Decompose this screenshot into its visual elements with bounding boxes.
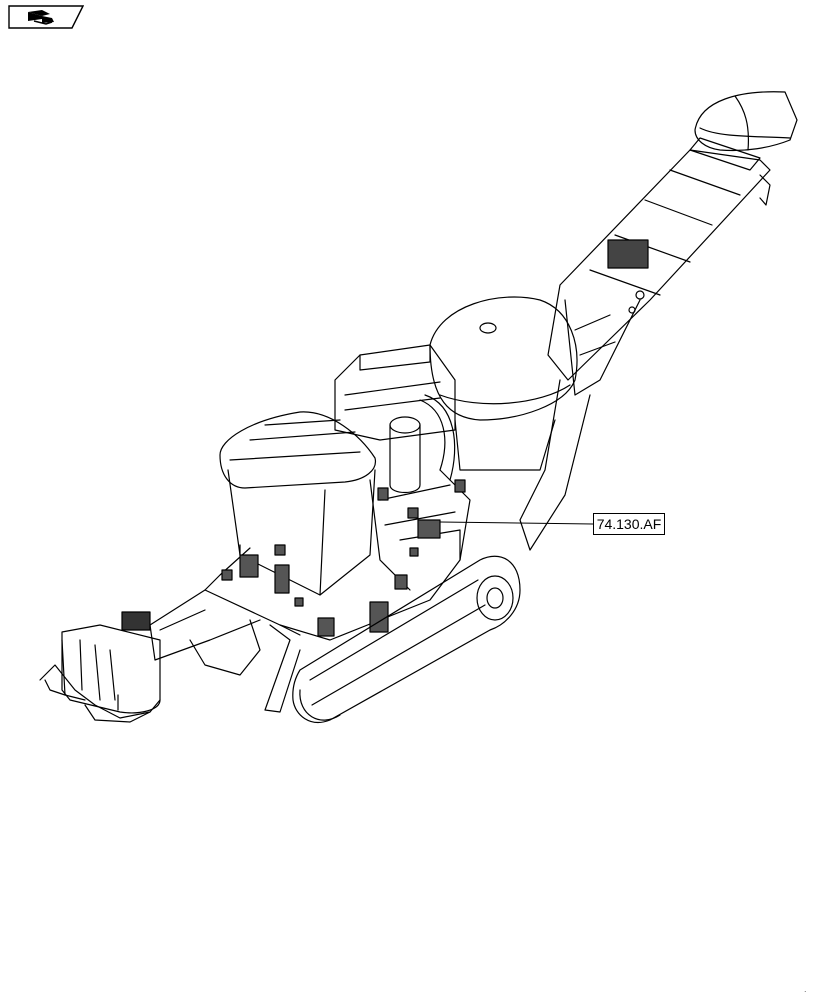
extractor-dome bbox=[429, 296, 578, 471]
page-corner-mark: . bbox=[804, 984, 807, 994]
callout-74-130-af[interactable]: 74.130.AF bbox=[593, 513, 665, 535]
engine-block bbox=[334, 344, 456, 494]
crop-divider-arm bbox=[121, 589, 301, 713]
cabin bbox=[219, 411, 376, 596]
elevator-hood bbox=[689, 91, 798, 171]
base-cutter bbox=[39, 624, 161, 723]
callout-leader bbox=[439, 521, 594, 525]
nav-back-badge[interactable] bbox=[8, 5, 84, 29]
elevator-boom bbox=[519, 149, 771, 551]
chassis bbox=[204, 469, 471, 641]
book-hand-icon bbox=[28, 10, 54, 25]
crawler-track bbox=[292, 555, 521, 723]
